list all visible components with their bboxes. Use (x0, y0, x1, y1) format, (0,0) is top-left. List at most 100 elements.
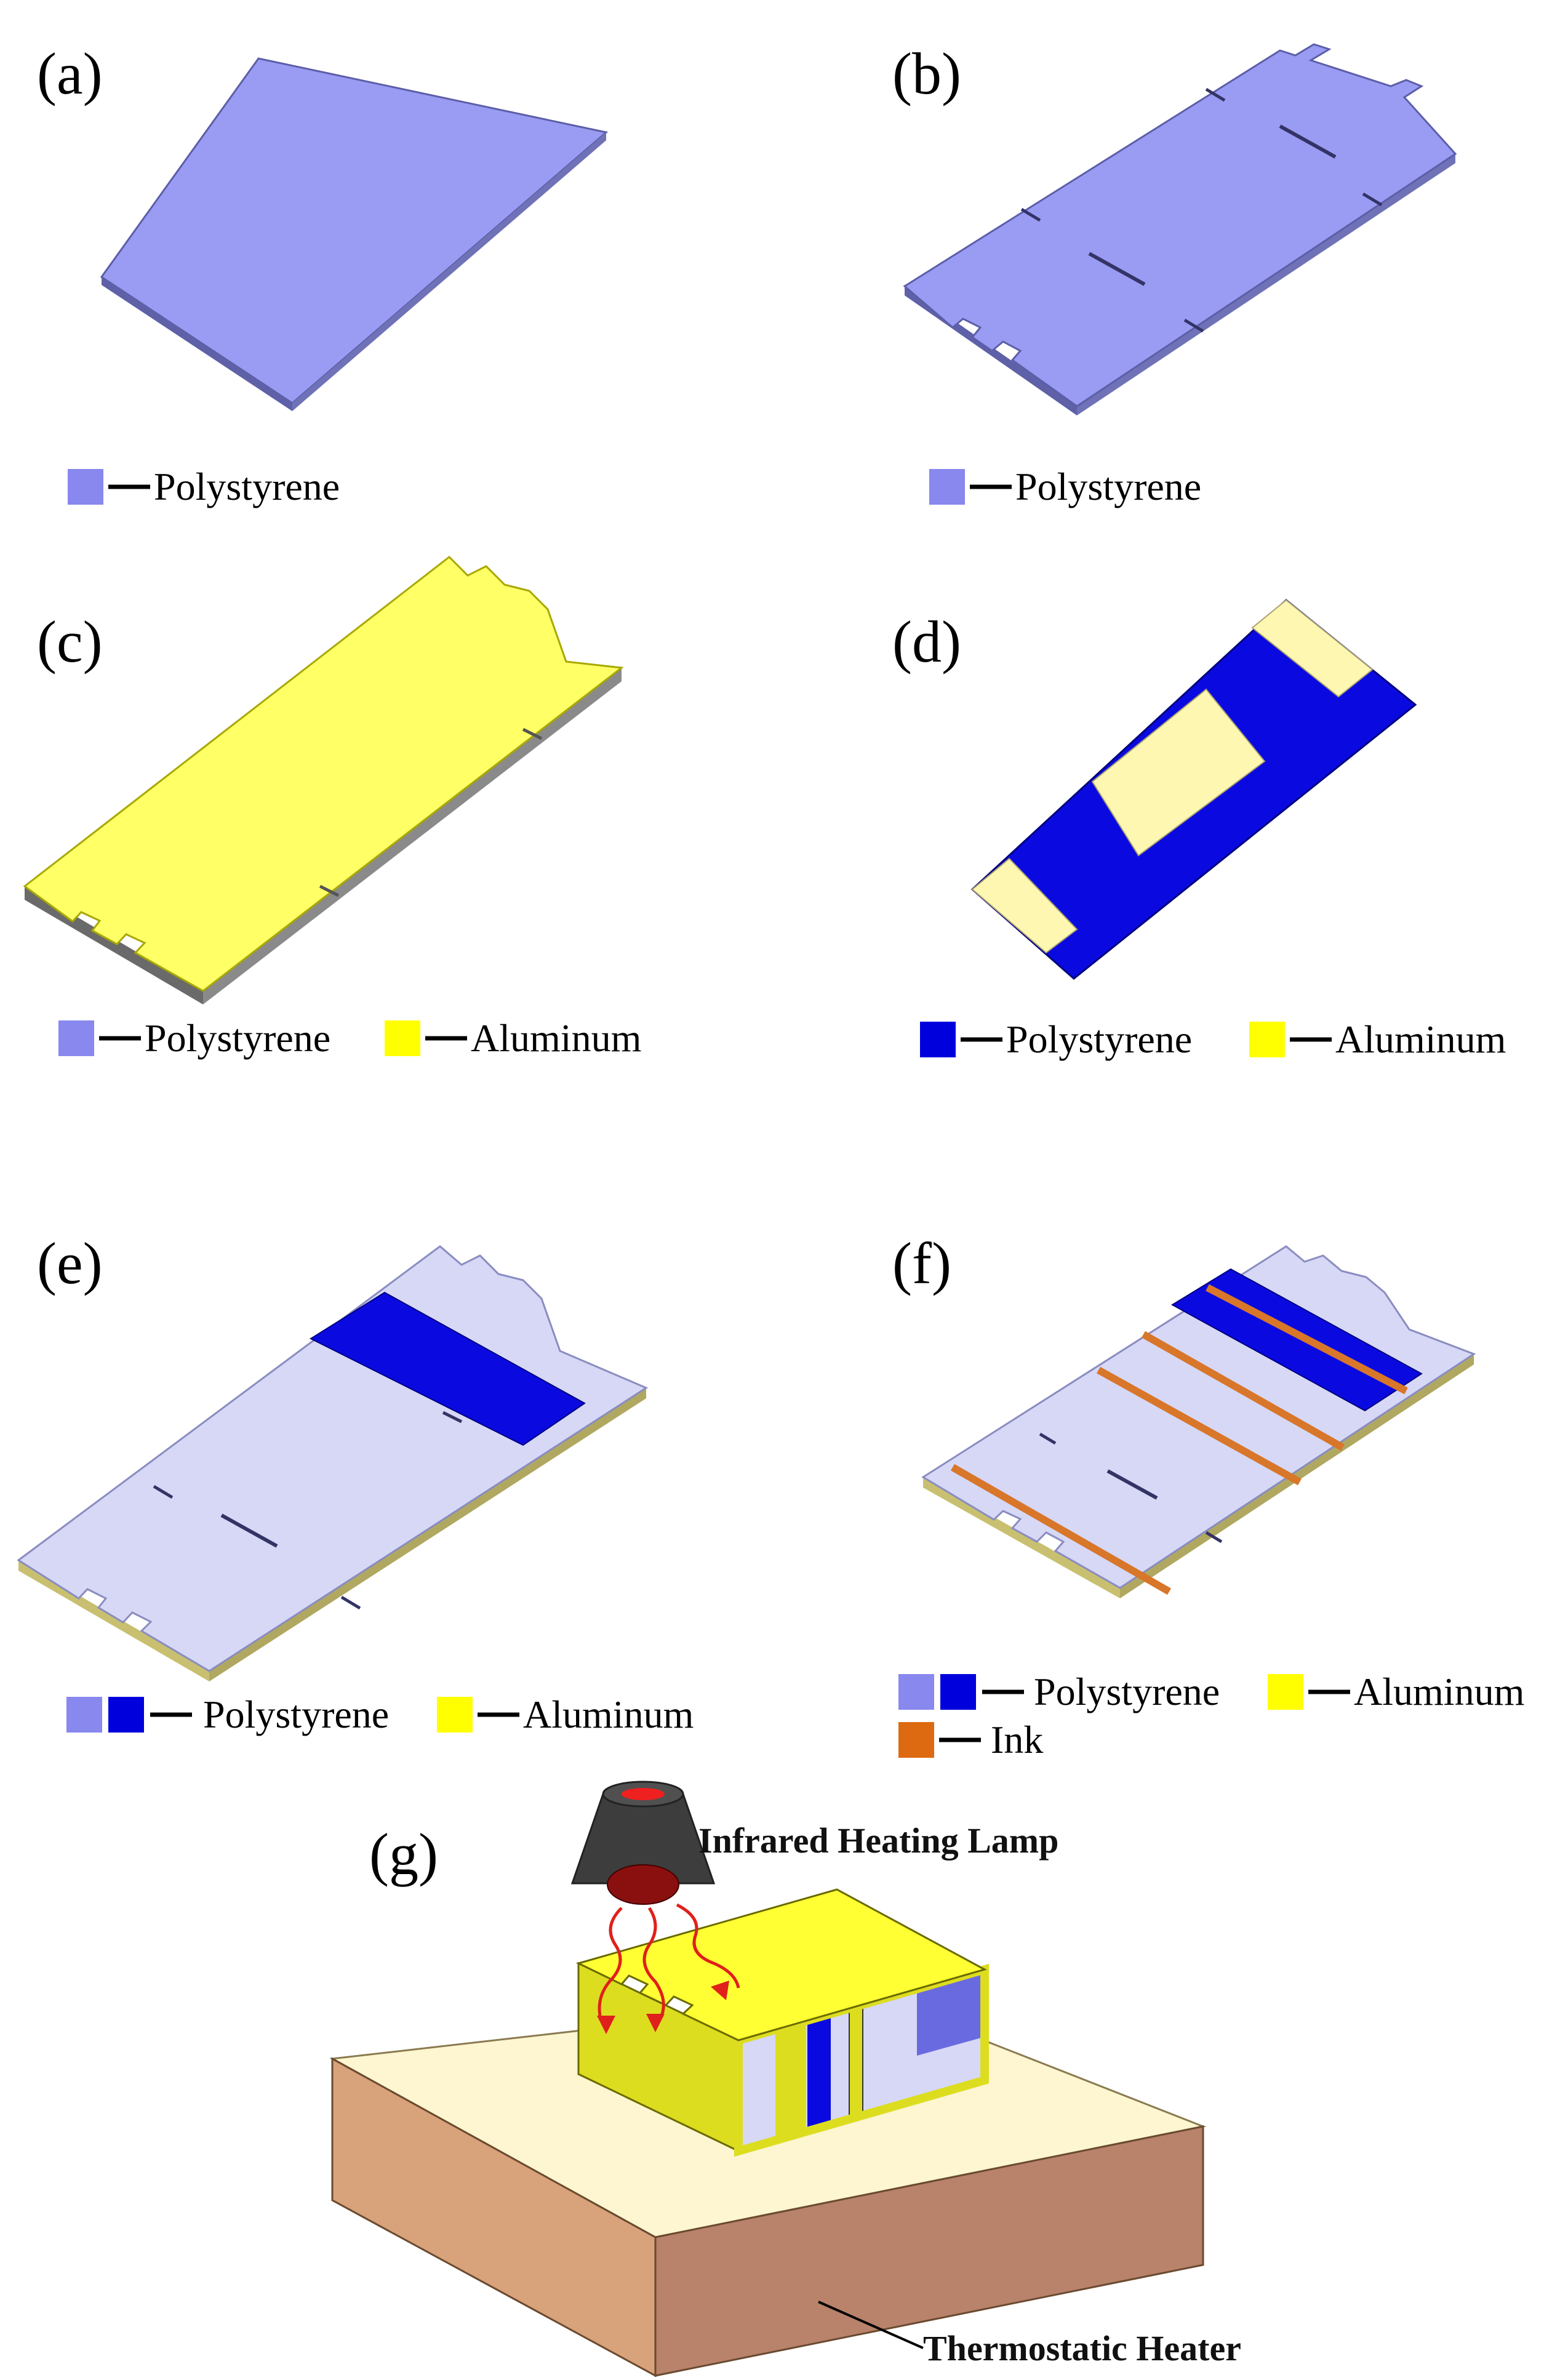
box-inner-wall-yellow (775, 2022, 806, 2142)
slot (1039, 1432, 1057, 1445)
aluminum-top (23, 556, 624, 992)
legend-label: Polystyrene (1015, 465, 1201, 508)
slot (1106, 1469, 1158, 1500)
slot (1205, 87, 1226, 102)
slot (1279, 124, 1337, 159)
heat-ray (598, 1907, 623, 2016)
lamp-bulb (607, 1864, 679, 1905)
box-divider (849, 2006, 863, 2123)
polystyrene-strip (309, 1291, 586, 1446)
infrared-lamp-icon (570, 1781, 716, 1905)
legend-swatch (66, 1697, 102, 1733)
aluminum-mask-end (1251, 599, 1374, 698)
heat-ray (642, 1907, 665, 2016)
legend-label: Polystyrene (1034, 1670, 1220, 1713)
box-inner-wall-right (917, 1971, 983, 2056)
legend-swatch (898, 1722, 934, 1758)
panel-c-legend: Polystyrene Aluminum (58, 1016, 641, 1060)
lamp-top-red (622, 1788, 665, 1800)
sheet-edge (1077, 154, 1455, 415)
panel-c: (c) Polystyrene Aluminum (23, 556, 641, 1060)
panel-f-legend: Polystyrene Aluminum Ink (898, 1670, 1524, 1761)
slot (1020, 207, 1041, 222)
panel-a-label: (a) (37, 41, 103, 106)
legend-label: Polystyrene (145, 1016, 330, 1060)
legend-label: Polystyrene (154, 465, 340, 508)
legend-swatch (68, 469, 103, 505)
aluminum-mask-end (971, 857, 1078, 954)
arrowhead (646, 2014, 665, 2032)
panel-b-legend: Polystyrene (929, 465, 1201, 508)
panel-d: (d) Polystyrene Aluminum (892, 599, 1506, 1061)
heater-side-right (654, 2125, 1204, 2377)
panel-d-legend: Polystyrene Aluminum (920, 1017, 1506, 1061)
ink-line (1206, 1284, 1408, 1395)
legend-label: Aluminum (1335, 1017, 1506, 1061)
panel-g-label: (g) (369, 1821, 438, 1887)
ink-line (1142, 1331, 1345, 1451)
panel-b: (b) Polystyrene (892, 41, 1457, 508)
panel-e: (e) Polystyrene Aluminum (17, 1230, 694, 1736)
sheet-edge (203, 668, 622, 1004)
legend-label: Aluminum (471, 1016, 641, 1060)
patterned-sheet (17, 1245, 649, 1681)
legend-label: Aluminum (523, 1693, 694, 1736)
legend-swatch (1268, 1674, 1303, 1710)
panel-a-legend: Polystyrene (68, 465, 340, 508)
legend-swatch (437, 1697, 473, 1733)
panel-e-legend: Polystyrene Aluminum (66, 1693, 694, 1736)
legend-swatch (1249, 1022, 1285, 1057)
panel-f: (f) Polystyrene Aluminum Ink (892, 1230, 1524, 1761)
aluminum-coated-sheet (23, 556, 624, 1004)
sheet-top (903, 43, 1457, 407)
slot (153, 1484, 174, 1499)
legend-label: Ink (991, 1718, 1043, 1761)
arrowhead (597, 2016, 615, 2034)
sample-box (575, 1888, 989, 2157)
legend-label: Polystyrene (203, 1693, 389, 1736)
slot (1205, 1531, 1223, 1544)
heater-leader-line (818, 2301, 924, 2349)
legend-swatch (940, 1674, 976, 1710)
ink-line (951, 1464, 1171, 1595)
sheet-edge-aluminum (209, 1388, 646, 1681)
slot (220, 1513, 278, 1548)
panel-d-label: (d) (892, 609, 961, 675)
panel-a: (a) Polystyrene (37, 41, 609, 508)
legend-swatch (929, 469, 965, 505)
slot (1362, 192, 1383, 207)
slot (522, 727, 543, 740)
legend-swatch (920, 1022, 956, 1057)
legend-swatch (385, 1020, 420, 1056)
heat-ray (676, 1903, 740, 1989)
slot (340, 1595, 361, 1610)
panel-c-label: (c) (37, 609, 103, 675)
masked-polystyrene-sheet (970, 599, 1417, 980)
legend-swatch (898, 1674, 934, 1710)
legend-swatch (58, 1020, 94, 1056)
slot (442, 1411, 463, 1424)
ink-printed-sheet (921, 1245, 1476, 1598)
heat-rays (598, 1903, 740, 2016)
box-inner-wall-blue (807, 2016, 831, 2133)
slot (319, 884, 340, 897)
heat-ray-arrowheads (597, 1981, 729, 2034)
panel-b-label: (b) (892, 41, 961, 106)
legend-label: Polystyrene (1006, 1017, 1192, 1061)
sheet-edge-aluminum (1120, 1354, 1474, 1598)
sheet-edge (102, 277, 292, 411)
lamp-label: Infrared Heating Lamp (698, 1821, 1058, 1861)
slotted-polystyrene-sheet (903, 43, 1457, 415)
ink-line (1097, 1366, 1302, 1486)
sheet-edge (292, 132, 606, 411)
legend-label: Aluminum (1354, 1670, 1524, 1713)
arrowhead (711, 1981, 729, 2000)
heater-label: Thermostatic Heater (923, 2328, 1241, 2368)
aluminum-mask-center (1091, 688, 1266, 857)
panel-e-label: (e) (37, 1230, 103, 1296)
slot (1088, 252, 1146, 286)
slot (1183, 318, 1204, 333)
aluminum-lid (575, 1888, 987, 2041)
